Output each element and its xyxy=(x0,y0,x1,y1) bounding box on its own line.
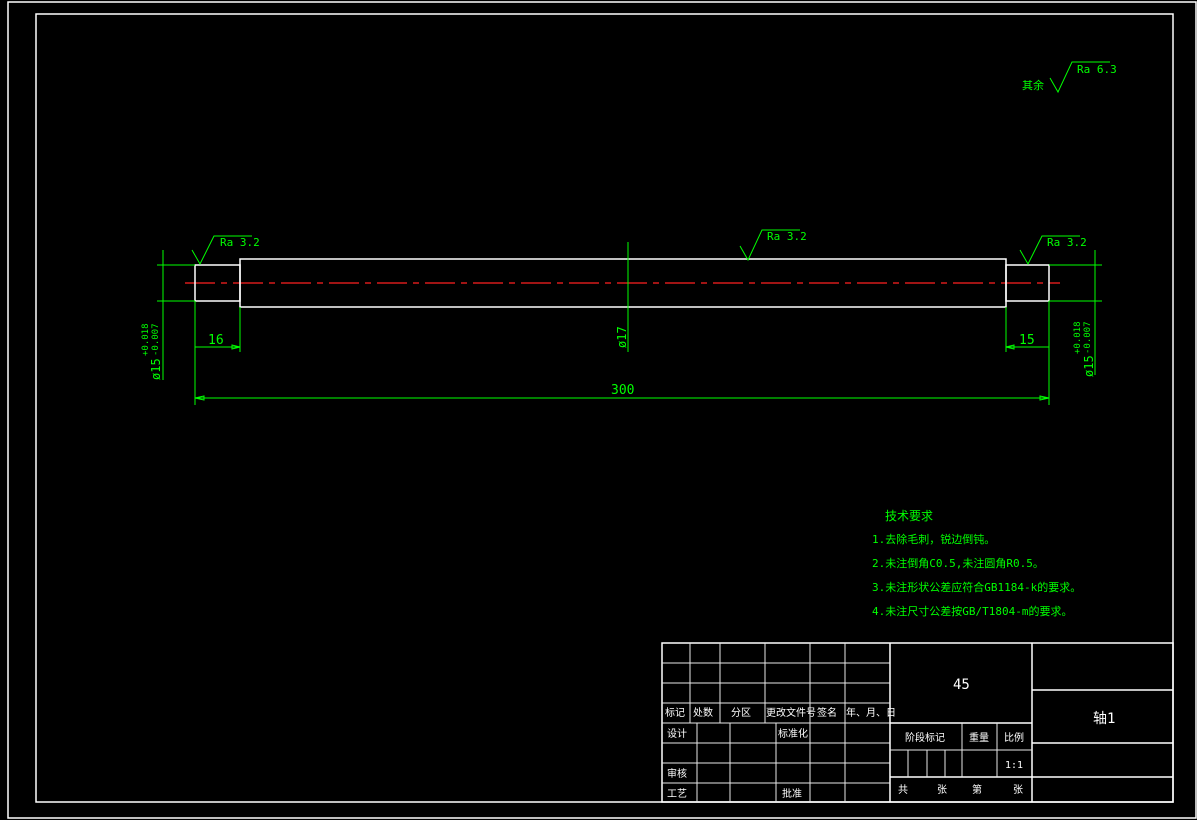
tb-page: 第 xyxy=(972,783,982,796)
right-length-dimension xyxy=(1005,301,1050,405)
shaft-right-journal xyxy=(1005,264,1050,302)
left-tol-lower: -0.007 xyxy=(151,323,161,356)
left-length-text: 16 xyxy=(208,333,224,348)
roughness-symbol-left xyxy=(191,235,252,266)
tb-hdr-sign: 签名 xyxy=(817,706,837,719)
tb-total: 共 xyxy=(898,784,908,796)
tb-sheets1: 张 xyxy=(937,784,947,796)
tb-scale: 比例 xyxy=(1004,731,1024,744)
tb-stage-mark: 阶段标记 xyxy=(905,731,945,744)
tb-design: 设计 xyxy=(667,727,687,740)
total-length-dimension xyxy=(194,395,1050,401)
roughness-symbol-right xyxy=(1019,235,1080,266)
roughness-symbol-middle xyxy=(739,229,800,262)
tb-material: 45 xyxy=(953,677,970,693)
roughness-other-value: Ra 6.3 xyxy=(1077,63,1117,76)
tech-req-item: 3.未注形状公差应符合GB1184-k的要求。 xyxy=(872,580,1081,594)
tb-hdr-doc: 更改文件号 xyxy=(766,706,816,719)
left-length-dimension xyxy=(194,301,241,405)
inner-drawing-frame xyxy=(35,13,1174,803)
mid-diameter-dim: ø17 xyxy=(615,326,629,348)
tb-hdr-mark: 标记 xyxy=(665,707,685,719)
roughness-symbol-other xyxy=(1049,61,1110,94)
outer-sheet-border xyxy=(7,1,1197,819)
total-length-text: 300 xyxy=(611,383,634,398)
tb-part-name: 轴1 xyxy=(1093,711,1115,727)
tb-standard: 标准化 xyxy=(778,727,808,740)
technical-requirements: 技术要求 1.去除毛刺，锐边倒钝。 2.未注倒角C0.5,未注圆角R0.5。 3… xyxy=(872,509,1081,618)
right-diameter-text: ø15 xyxy=(1082,355,1096,377)
shaft-outline xyxy=(194,258,1050,308)
right-diameter-dimension xyxy=(1049,250,1102,375)
roughness-right-value: Ra 3.2 xyxy=(1047,236,1087,249)
roughness-middle-value: Ra 3.2 xyxy=(767,230,807,243)
left-tol-upper: +0.018 xyxy=(141,323,151,356)
tb-hdr-zone: 分区 xyxy=(731,707,751,719)
tech-req-item: 2.未注倒角C0.5,未注圆角R0.5。 xyxy=(872,556,1044,570)
tech-req-title: 技术要求 xyxy=(885,509,933,523)
tech-req-item: 4.未注尺寸公差按GB/T1804-m的要求。 xyxy=(872,604,1072,618)
left-diameter-dimension xyxy=(157,250,195,380)
right-tol-lower: -0.007 xyxy=(1083,321,1093,354)
right-tol-upper: +0.018 xyxy=(1073,321,1083,354)
tech-req-item: 1.去除毛刺，锐边倒钝。 xyxy=(872,532,995,546)
tb-hdr-count: 处数 xyxy=(693,706,713,719)
title-block xyxy=(661,642,1174,803)
tb-approve: 批准 xyxy=(782,787,802,800)
tb-review: 审核 xyxy=(667,767,687,780)
left-diameter-text: ø15 xyxy=(149,358,163,380)
roughness-left-value: Ra 3.2 xyxy=(220,236,260,249)
tb-scale-value: 1:1 xyxy=(1005,760,1023,771)
tb-sheets2: 张 xyxy=(1013,784,1023,796)
roughness-other-label: 其余 xyxy=(1022,78,1044,92)
right-length-text: 15 xyxy=(1019,333,1035,348)
tb-hdr-date: 年、月、日 xyxy=(846,706,896,719)
tb-process: 工艺 xyxy=(667,788,687,800)
tb-weight: 重量 xyxy=(969,731,989,744)
